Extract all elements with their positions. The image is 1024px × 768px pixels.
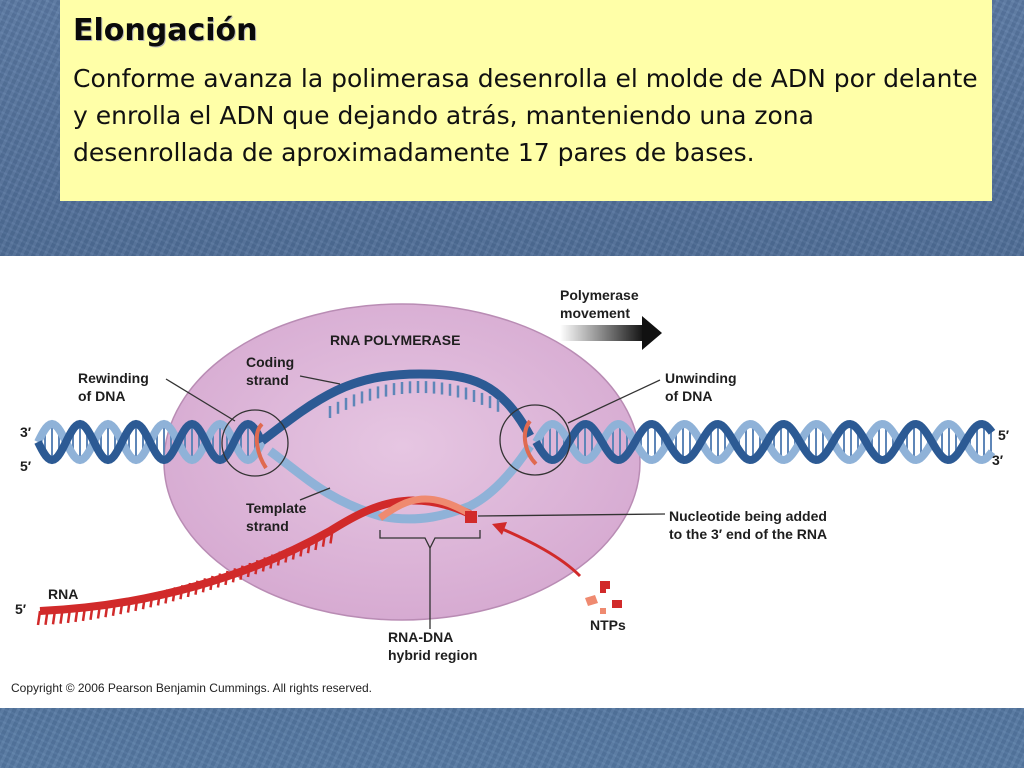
dna-right-light-strand: [532, 419, 996, 465]
rna-base-tick: [261, 557, 267, 572]
rna-base-tick: [74, 607, 79, 623]
rna-base-tick: [201, 578, 207, 593]
coding-strand-arc: [259, 369, 534, 445]
transcription-elongation-figure: RNA POLYMERASE Polymerase movement Codin…: [0, 256, 1024, 708]
rewinding-leader: [165, 378, 236, 422]
rna-base-tick: [171, 587, 177, 602]
rna-base-tick: [306, 539, 312, 554]
nucleotide-arrow: [499, 526, 582, 578]
rna-base-tick: [96, 604, 102, 619]
rna-base-tick: [186, 582, 192, 598]
label-polymerase-movement: Polymerase movement: [560, 287, 639, 321]
rna-base-tick: [194, 580, 199, 595]
label-template-strand: Template strand: [246, 500, 307, 534]
rna-base-tick: [89, 605, 94, 620]
rna-base-tick: [36, 610, 42, 626]
label-right-3prime: 3′: [992, 452, 1004, 468]
rewinding-circle: [221, 409, 289, 477]
coding-strand-bases: [328, 381, 500, 418]
rna-base-tick: [269, 554, 274, 569]
label-nucleotide-being-added: Nucleotide being added to the 3′ end of …: [669, 508, 828, 542]
template-strand-leader: [299, 487, 331, 501]
slide-body-text: Conforme avanza la polimerasa desenrolla…: [73, 64, 978, 167]
slide-title: Elongación: [73, 13, 258, 48]
rna-base-tick: [81, 606, 87, 622]
polymerase-movement-arrow: [560, 316, 662, 350]
rna-base-tick: [246, 562, 252, 578]
rna-base-tick: [314, 535, 319, 551]
rna-base-tick: [164, 589, 169, 604]
rna-base-tick: [119, 600, 124, 615]
rna-dna-hybrid: [377, 495, 472, 521]
rna-base-tick: [329, 529, 334, 544]
rna-base-tick: [231, 568, 237, 583]
nucleotide-leader: [477, 513, 666, 517]
rna-base-tick: [321, 532, 327, 547]
ntps-icons: [585, 581, 622, 614]
nucleotide-being-added: [465, 511, 477, 523]
rna-base-tick: [149, 593, 154, 608]
title-box: Elongación Conforme avanza la polimerasa…: [60, 0, 992, 201]
rna-base-tick: [126, 598, 132, 613]
rna-base-tick: [111, 601, 117, 616]
label-coding-strand: Coding strand: [246, 354, 295, 388]
rna-base-tick: [156, 591, 162, 606]
rna-base-tick: [239, 565, 244, 580]
copyright-notice: Copyright © 2006 Pearson Benjamin Cummin…: [11, 681, 373, 695]
rna-base-tick: [254, 560, 259, 575]
rna-base-tick: [291, 545, 297, 560]
rna-base-tick: [209, 575, 214, 591]
rna-base-tick: [276, 551, 282, 566]
template-strand: [267, 443, 534, 524]
rna-base-tick: [224, 570, 229, 586]
label-rna: RNA: [48, 586, 79, 602]
label-unwinding-dna: Unwinding of DNA: [665, 370, 737, 404]
rna-base-tick: [299, 542, 304, 557]
rna-base-tick: [59, 609, 64, 624]
unwinding-circle: [499, 404, 571, 476]
label-right-5prime: 5′: [998, 427, 1010, 443]
rna-base-tick: [141, 595, 147, 610]
coding-strand-leader: [299, 375, 341, 385]
diagram-svg: [34, 303, 996, 629]
dna-right-dark-strand: [532, 419, 996, 465]
rna-base-tick: [134, 596, 139, 612]
rna-bases: [36, 529, 334, 626]
rewinding-rotation-icon: [254, 422, 268, 470]
rna-base-tick: [284, 548, 289, 563]
unwinding-rotation-icon: [522, 419, 538, 466]
label-rna-dna-hybrid: RNA-DNA hybrid region: [388, 629, 478, 663]
label-rna-5prime: 5′: [15, 601, 27, 617]
label-left-3prime: 3′: [20, 424, 32, 440]
rna-base-tick: [66, 608, 72, 624]
label-ntps: NTPs: [590, 617, 626, 633]
dna-helix-right: [532, 419, 996, 465]
unwinding-leader: [567, 379, 661, 424]
label-rewinding-dna: Rewinding of DNA: [78, 370, 149, 404]
label-left-5prime: 5′: [20, 458, 32, 474]
rna-base-tick: [44, 610, 49, 625]
rna-base-tick: [104, 603, 109, 618]
rna-base-tick: [216, 573, 222, 588]
rna-base-tick: [51, 610, 57, 625]
nucleotide-arrowhead: [492, 522, 507, 535]
rna-base-tick: [179, 585, 184, 600]
label-rna-polymerase: RNA POLYMERASE: [330, 332, 461, 348]
